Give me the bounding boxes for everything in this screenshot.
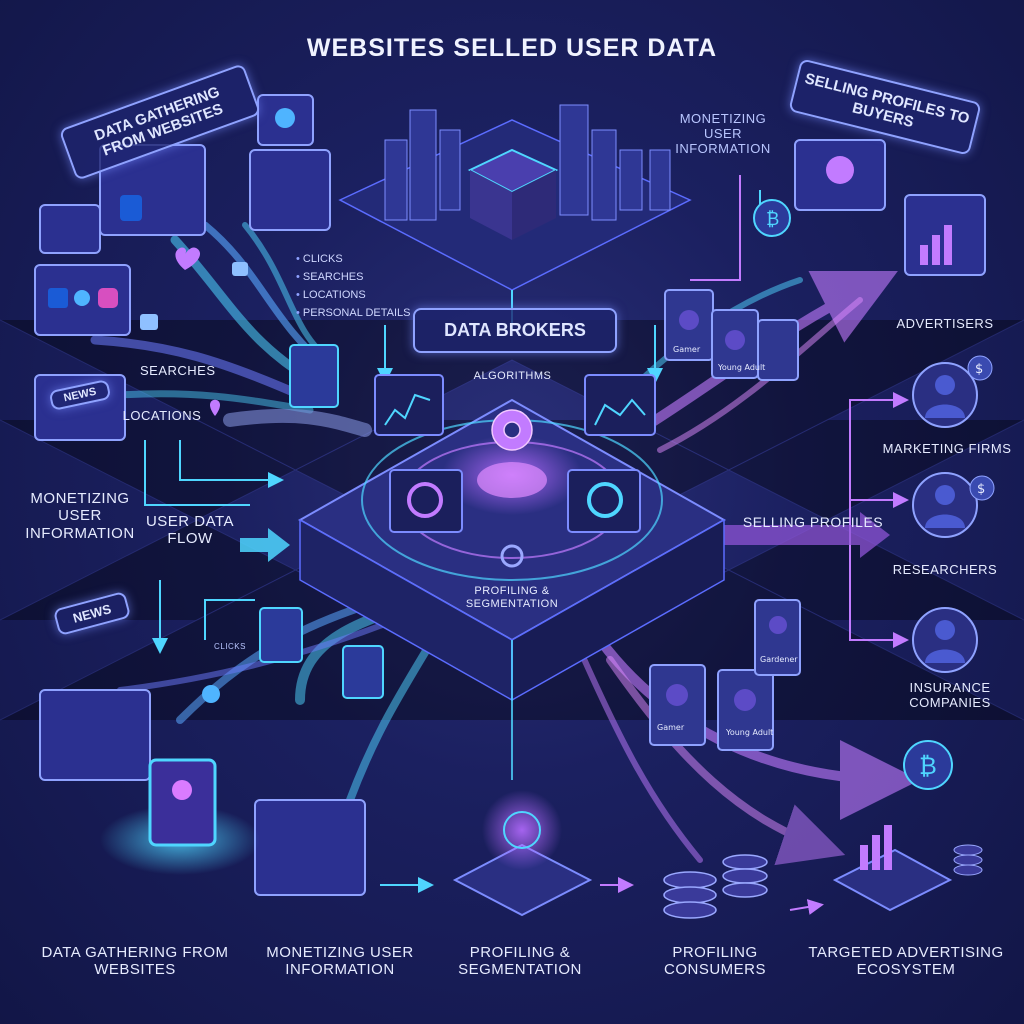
facebook-icon — [48, 195, 142, 308]
thumbs-up-icon — [140, 262, 248, 330]
hero-profile-card — [148, 758, 217, 847]
user-data-flow-label: USER DATA FLOW — [145, 513, 235, 548]
gear-icon — [491, 409, 533, 451]
list-item: CLICKS — [296, 250, 411, 268]
platform-monitors — [374, 374, 656, 533]
profile-card-text: Gamer Young Adult Gamer Young Adult Gard… — [657, 345, 798, 737]
location-pin-icon — [210, 399, 220, 416]
user-data-flow-arrow — [240, 528, 290, 562]
data-types-list: CLICKS SEARCHES LOCATIONS PERSONAL DETAI… — [296, 250, 411, 322]
buyer-label: ADVERTISERS — [896, 316, 994, 331]
step-label: PROFILING & SEGMENTATION — [458, 944, 582, 979]
selling-profiles-arrow — [700, 512, 890, 558]
heart-icon — [175, 247, 201, 270]
page-title: WEBSITES SELLED USER DATA — [306, 34, 718, 62]
instagram-icon — [98, 288, 118, 308]
step-label: MONETIZING USER INFORMATION — [266, 944, 414, 979]
clicks-label: CLICKS — [214, 642, 246, 651]
small-gear-icon — [500, 544, 524, 568]
svg-text:$: $ — [977, 482, 985, 497]
profile-card-label: Gardener — [760, 655, 798, 664]
list-item: PERSONAL DETAILS — [296, 304, 411, 322]
buyer-label: MARKETING FIRMS — [882, 441, 1012, 456]
step-label: DATA GATHERING FROM WEBSITES — [41, 944, 229, 979]
svg-text:₿: ₿ — [919, 752, 937, 780]
central-platform — [297, 374, 727, 780]
website-windows — [34, 94, 366, 896]
step-label: PROFILING CONSUMERS — [663, 944, 766, 979]
algorithms-label: ALGORITHMS — [473, 370, 552, 382]
searches-label: SEARCHES — [140, 363, 216, 378]
profile-card-label: Gamer — [673, 345, 701, 354]
user-icon — [172, 780, 192, 800]
bottom-step-artwork — [452, 790, 983, 919]
bitcoin-icon: ₿ ₿ — [753, 199, 953, 790]
svg-text:$: $ — [975, 362, 983, 377]
profile-card-label: Young Adult — [717, 363, 765, 372]
buyer-screens — [794, 139, 986, 276]
monetizing-label: MONETIZING USER INFORMATION — [25, 490, 135, 542]
monetizing-label: MONETIZING USER INFORMATION — [675, 111, 771, 156]
locations-label: LOCATIONS — [122, 408, 202, 423]
step-label: TARGETED ADVERTISING ECOSYSTEM — [808, 944, 1004, 979]
list-item: LOCATIONS — [296, 286, 411, 304]
buyer-connectors — [849, 392, 909, 648]
city-skyline — [338, 104, 692, 330]
data-brokers-sign: DATA BROKERS — [413, 308, 617, 353]
buyer-label: RESEARCHERS — [892, 562, 998, 577]
bar-chart-icon — [920, 225, 952, 265]
dollar-icon: $ $ — [967, 355, 995, 501]
profiling-label: PROFILING & SEGMENTATION — [465, 585, 559, 610]
selling-profiles-label: SELLING PROFILES — [742, 514, 884, 530]
twitter-icon — [74, 108, 295, 703]
buyer-label: INSURANCE COMPANIES — [909, 680, 991, 710]
profile-card-label: Gamer — [657, 723, 685, 732]
user-icon — [826, 156, 854, 184]
connector-arrows — [144, 175, 824, 915]
glowing-profile-cards — [259, 344, 384, 699]
profile-card-label: Young Adult — [725, 728, 773, 737]
list-item: SEARCHES — [296, 268, 411, 286]
svg-text:₿: ₿ — [766, 209, 779, 230]
